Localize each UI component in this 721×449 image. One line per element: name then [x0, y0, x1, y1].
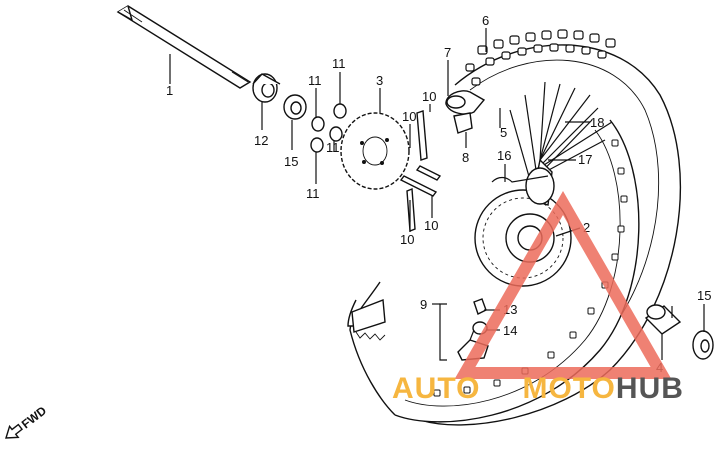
rim-band	[347, 281, 396, 416]
brake-disc	[340, 112, 410, 190]
watermark-triangle-icon	[454, 190, 672, 379]
fwd-arrow-icon	[5, 423, 24, 439]
tube-valve	[445, 90, 486, 134]
fwd-label: FWD	[19, 403, 49, 431]
callout-12: 12	[254, 133, 268, 148]
callout-15: 15	[284, 154, 298, 169]
bearing-12	[252, 73, 281, 103]
callout-11b: 11	[332, 56, 346, 71]
callout-10b: 10	[422, 89, 436, 104]
callout-7: 7	[444, 45, 451, 60]
fwd-indicator: FWD	[5, 403, 49, 439]
watermark-text-moto: MOTO	[522, 372, 615, 405]
callout-8: 8	[462, 150, 469, 165]
hub	[474, 158, 572, 287]
callout-17: 17	[578, 152, 592, 167]
callout-10d: 10	[424, 218, 438, 233]
callout-18: 18	[590, 115, 604, 130]
callout-16: 16	[497, 148, 511, 163]
callout-15-right: 15	[697, 288, 711, 303]
bearing-15	[283, 94, 307, 120]
watermark: AUTO MOTOHUB	[392, 190, 684, 405]
collar-4	[644, 304, 682, 335]
spoke-16	[491, 175, 549, 183]
axle	[116, 5, 252, 89]
callout-11a: 11	[308, 73, 322, 88]
callout-5: 5	[500, 125, 507, 140]
bearing-15-right	[692, 330, 714, 360]
callout-labels: 1 12 15 11 11 11 11 3 10 10 10 10 7 6 5 …	[166, 13, 711, 375]
watermark-text-hub: HUB	[616, 372, 684, 405]
bolts-10	[399, 110, 442, 233]
callout-11c: 11	[326, 140, 340, 155]
watermark-text-auto: AUTO	[392, 372, 480, 405]
callout-10c: 10	[400, 232, 414, 247]
callout-10a: 10	[402, 109, 416, 124]
callout-1: 1	[166, 83, 173, 98]
callout-14: 14	[503, 323, 517, 338]
callout-2: 2	[583, 220, 590, 235]
callout-9: 9	[420, 297, 427, 312]
callout-3: 3	[376, 73, 383, 88]
callout-11d: 11	[306, 186, 320, 201]
callout-6: 6	[482, 13, 489, 28]
